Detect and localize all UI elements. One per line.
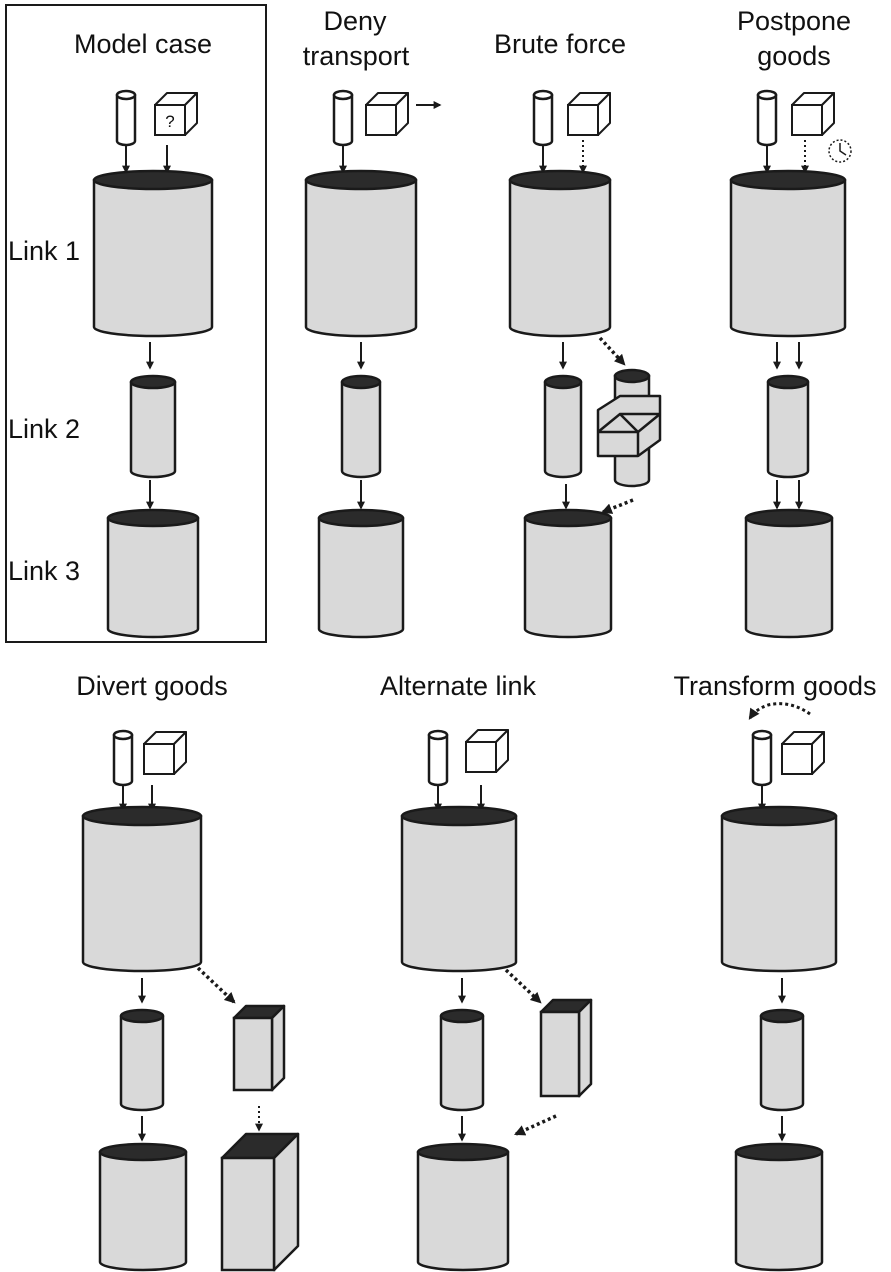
converter-icon bbox=[596, 368, 662, 488]
goods-box-postpone bbox=[791, 92, 835, 136]
link3-model bbox=[106, 508, 200, 639]
link3-brute bbox=[523, 508, 613, 639]
goods-box-transform bbox=[781, 731, 825, 775]
goods-cylinder-alternate bbox=[427, 729, 449, 787]
link3-deny bbox=[317, 508, 405, 639]
goods-box-model bbox=[154, 92, 198, 136]
link2-model bbox=[129, 374, 177, 479]
goods-box-divert bbox=[143, 731, 187, 775]
goods-cylinder-postpone bbox=[756, 89, 778, 147]
link1-postpone bbox=[729, 169, 847, 338]
unknown-goods-mark: ? bbox=[165, 112, 174, 131]
link2-alternate bbox=[439, 1008, 485, 1112]
goods-box-brute bbox=[567, 92, 611, 136]
row-label-link-2: Link 2 bbox=[8, 414, 80, 444]
goods-cylinder-brute bbox=[532, 89, 554, 147]
link2-brute bbox=[543, 374, 583, 479]
link2-postpone bbox=[766, 374, 810, 479]
dotted-arrow-icon bbox=[513, 1114, 557, 1136]
clock-icon bbox=[828, 139, 852, 163]
dotted-arrow-icon bbox=[504, 968, 542, 1004]
row-label-link-1: Link 1 bbox=[8, 236, 80, 266]
title-divert-goods: Divert goods bbox=[76, 671, 228, 701]
title-postpone-line2: goods bbox=[757, 41, 831, 71]
link1-divert bbox=[81, 805, 203, 973]
row-label-link-3: Link 3 bbox=[8, 556, 80, 586]
diagram-shapes: ? bbox=[81, 89, 852, 1272]
link2-deny bbox=[340, 374, 382, 479]
title-brute-force: Brute force bbox=[494, 29, 626, 59]
alternate-box-link2 bbox=[539, 998, 593, 1098]
link3-postpone bbox=[744, 508, 834, 639]
model-case-frame bbox=[5, 4, 267, 643]
divert-box-link2 bbox=[232, 1004, 286, 1092]
link3-alternate bbox=[416, 1142, 510, 1272]
goods-cylinder-transform bbox=[751, 729, 773, 787]
title-deny-line2: transport bbox=[303, 41, 410, 71]
title-transform-goods: Transform goods bbox=[673, 671, 876, 701]
dotted-arrow-icon bbox=[598, 336, 626, 366]
goods-box-alternate bbox=[465, 729, 509, 773]
title-deny-line1: Deny bbox=[323, 6, 387, 36]
title-alternate-link: Alternate link bbox=[380, 671, 537, 701]
dotted-arrow-icon bbox=[196, 966, 236, 1004]
link2-divert bbox=[119, 1008, 165, 1112]
link1-model bbox=[92, 169, 214, 338]
link3-transform bbox=[734, 1142, 824, 1272]
title-model-case: Model case bbox=[74, 29, 212, 59]
goods-cylinder-divert bbox=[112, 729, 134, 787]
link1-deny bbox=[304, 169, 418, 338]
dotted-arrow-icon bbox=[600, 498, 634, 514]
link3-divert bbox=[98, 1142, 188, 1272]
goods-box-deny bbox=[365, 92, 409, 136]
goods-cylinder-deny bbox=[332, 89, 354, 147]
title-postpone-line1: Postpone bbox=[737, 6, 851, 36]
divert-box-link3 bbox=[220, 1132, 300, 1272]
link2-transform bbox=[759, 1008, 805, 1112]
goods-cylinder-model bbox=[115, 89, 137, 147]
link1-brute bbox=[508, 169, 612, 338]
link1-transform bbox=[720, 805, 838, 973]
link1-alternate bbox=[400, 805, 518, 973]
dotted-arrow-icon bbox=[748, 702, 811, 720]
